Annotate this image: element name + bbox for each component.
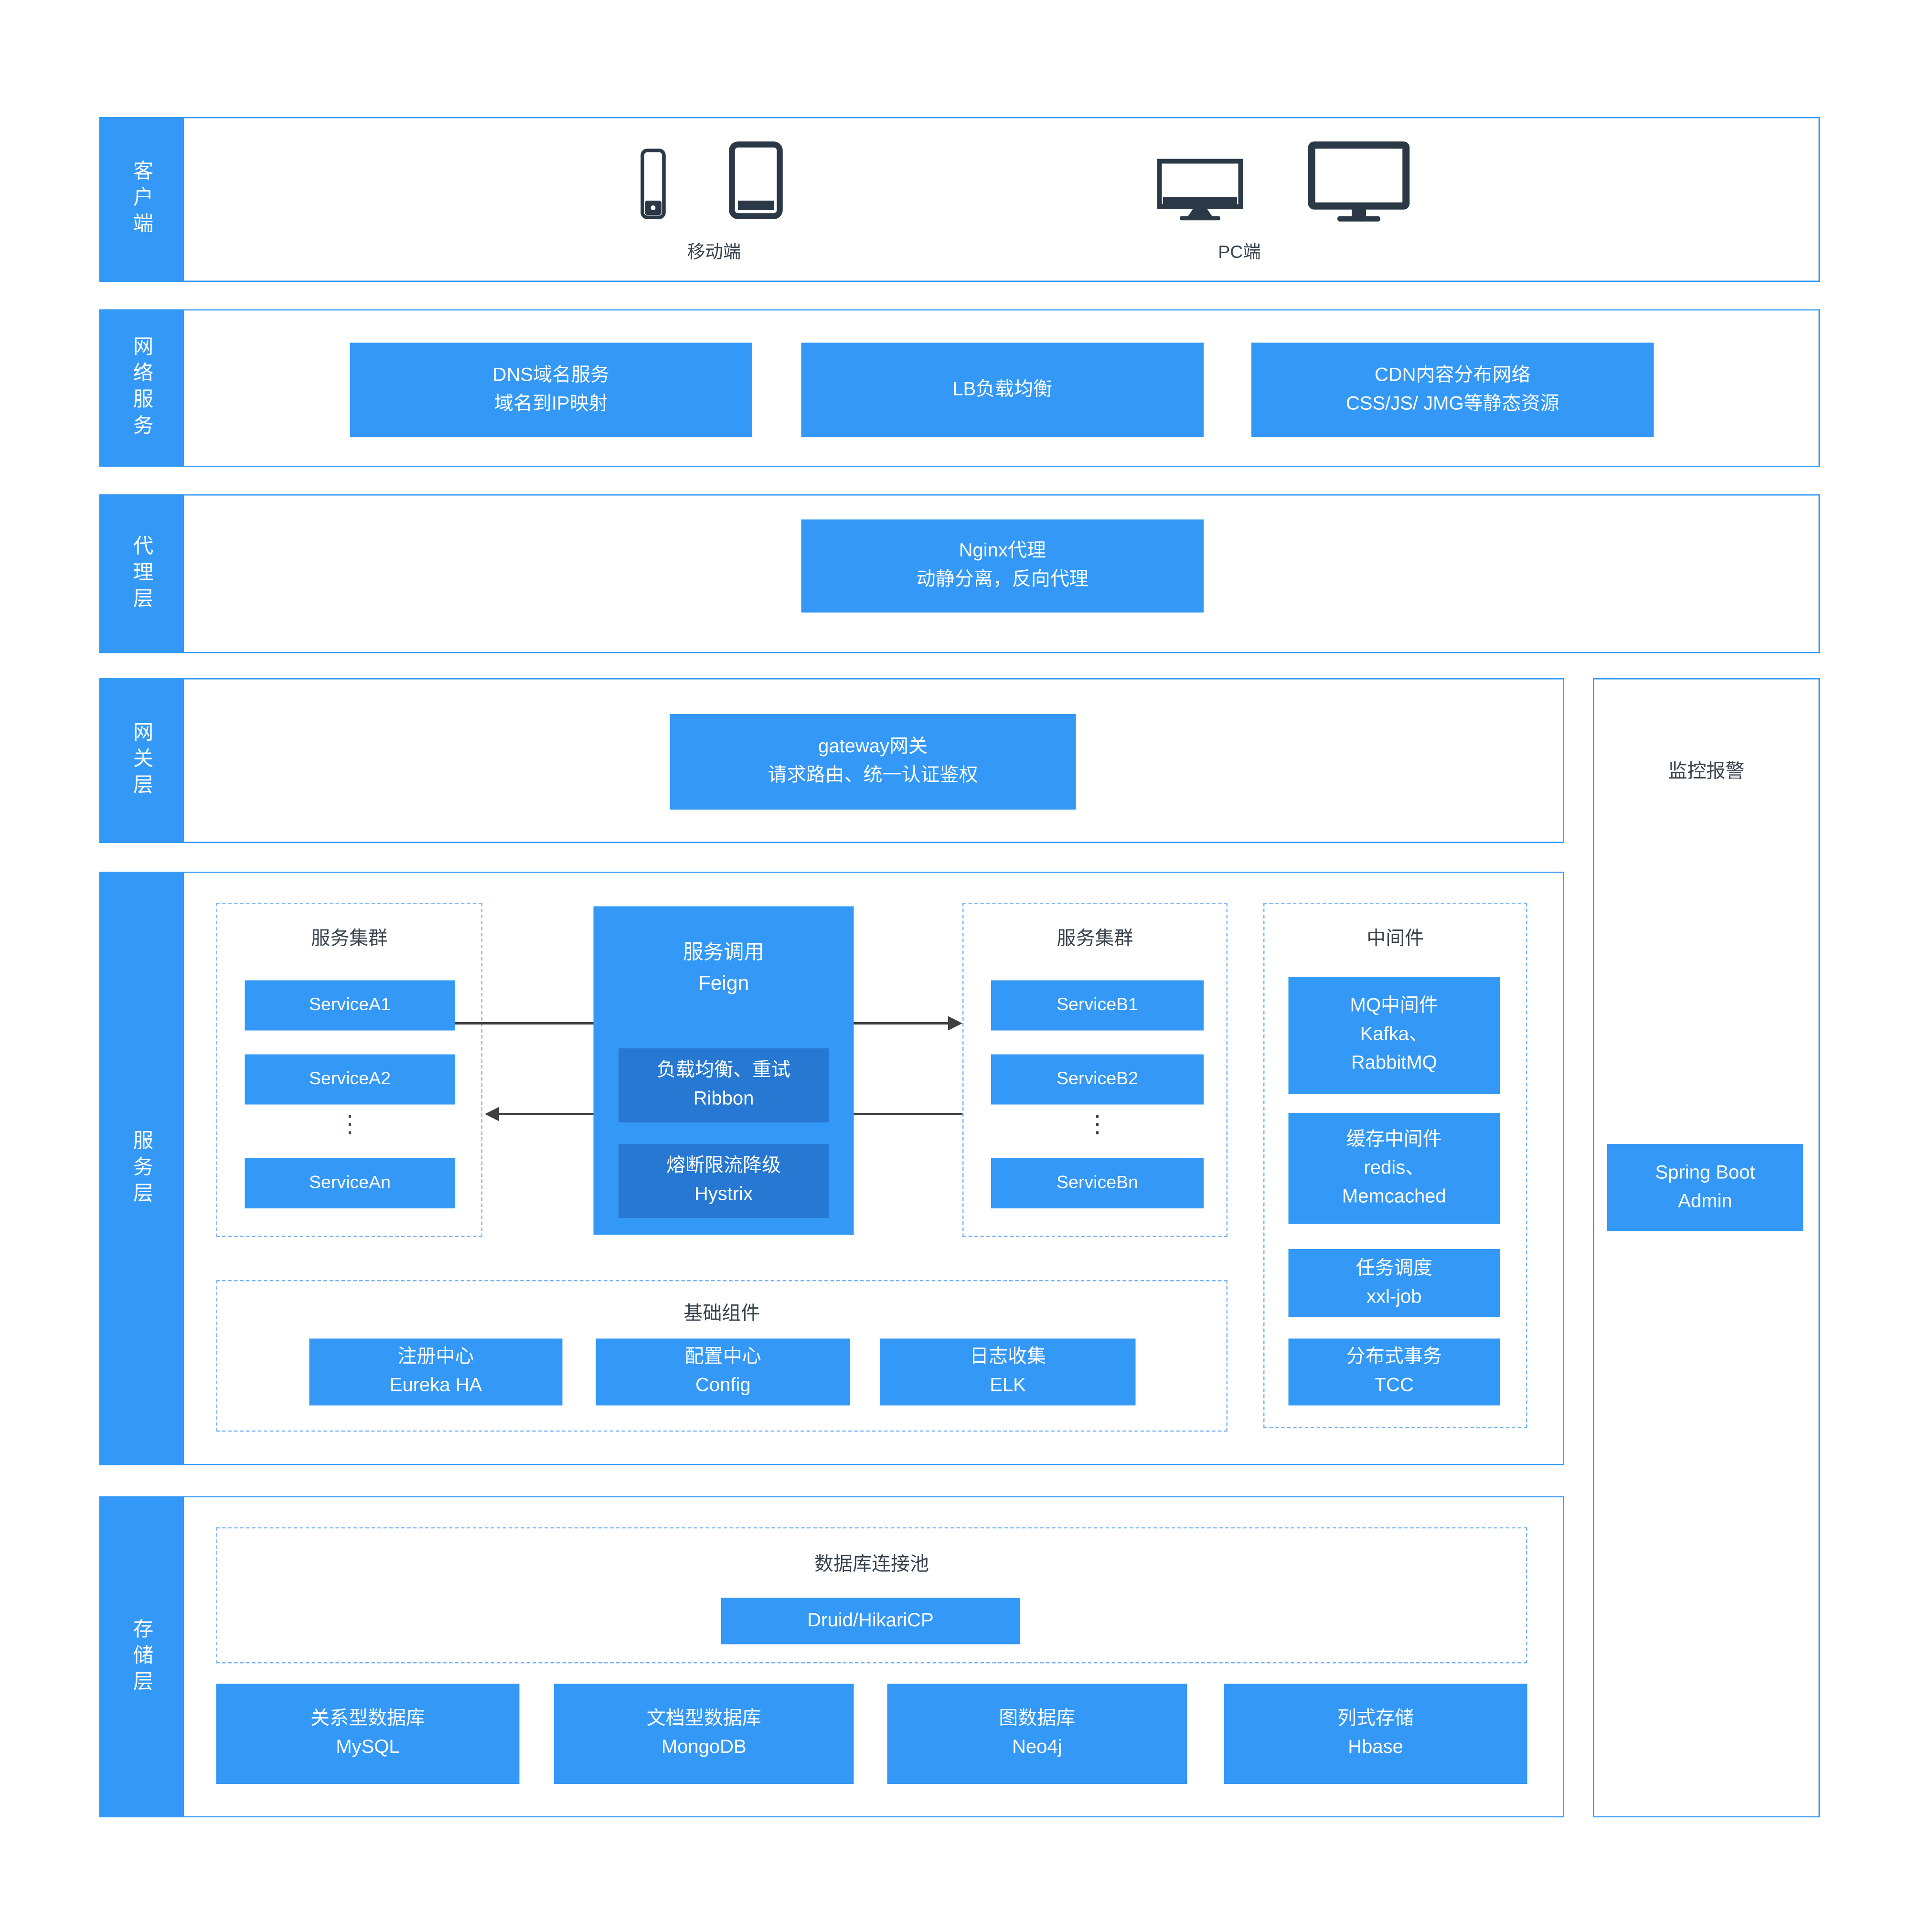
gateway-line2: 请求路由、统一认证鉴权 xyxy=(768,765,978,786)
service-b1-box: ServiceB1 xyxy=(991,980,1204,1031)
service-a1-box: ServiceA1 xyxy=(245,980,455,1031)
hbase-line2: Hbase xyxy=(1348,1737,1403,1758)
nginx-box: Nginx代理 动静分离，反向代理 xyxy=(801,519,1204,613)
mysql-box: 关系型数据库 MySQL xyxy=(216,1684,520,1784)
middleware-title: 中间件 xyxy=(1367,929,1424,950)
pool-group xyxy=(216,1527,1527,1664)
transaction-box: 分布式事务 TCC xyxy=(1288,1338,1500,1406)
mq-line1: MQ中间件 xyxy=(1350,996,1438,1016)
cache-line1: 缓存中间件 xyxy=(1346,1129,1442,1150)
service-b2-box: ServiceB2 xyxy=(991,1054,1204,1105)
dns-line1: DNS域名服务 xyxy=(492,364,609,385)
pool-title: 数据库连接池 xyxy=(814,1555,929,1575)
nginx-line1: Nginx代理 xyxy=(959,541,1046,562)
dns-box: DNS域名服务 域名到IP映射 xyxy=(350,342,752,437)
middleware-group xyxy=(1263,903,1527,1428)
dns-line2: 域名到IP映射 xyxy=(494,393,608,414)
neo4j-line1: 图数据库 xyxy=(999,1708,1076,1729)
nginx-line2: 动静分离，反向代理 xyxy=(916,569,1089,590)
scheduler-line2: xxl-job xyxy=(1366,1286,1422,1307)
hystrix-box: 熔断限流降级 Hystrix xyxy=(619,1144,829,1218)
pc-caption: PC端 xyxy=(1218,242,1261,263)
desktop-icon xyxy=(1308,141,1410,224)
cluster-a-title: 服务集群 xyxy=(311,929,388,950)
neo4j-line2: Neo4j xyxy=(1012,1737,1062,1758)
transaction-line1: 分布式事务 xyxy=(1346,1347,1442,1367)
cluster-a-group xyxy=(216,903,482,1237)
monitoring-panel xyxy=(1593,678,1820,1817)
mongodb-line2: MongoDB xyxy=(661,1737,747,1758)
ribbon-line2: Ribbon xyxy=(693,1089,754,1110)
layer-label-client: 客户端 xyxy=(99,117,183,282)
lb-box: LB负载均衡 xyxy=(801,342,1204,437)
layer-label-storage: 存储层 xyxy=(99,1496,183,1817)
mq-line2: Kafka、 xyxy=(1360,1025,1428,1045)
feign-line2: Feign xyxy=(698,971,749,994)
cluster-b-ellipsis: ⋮ xyxy=(1085,1111,1110,1138)
hbase-line1: 列式存储 xyxy=(1337,1708,1414,1729)
smartphone-icon xyxy=(640,148,666,220)
cdn-line1: CDN内容分布网络 xyxy=(1374,364,1531,385)
base-components-title: 基础组件 xyxy=(683,1304,760,1324)
service-bn-box: ServiceBn xyxy=(991,1158,1204,1208)
hystrix-line1: 熔断限流降级 xyxy=(666,1156,781,1176)
gateway-box: gateway网关 请求路由、统一认证鉴权 xyxy=(670,714,1076,810)
neo4j-box: 图数据库 Neo4j xyxy=(887,1684,1187,1784)
config-line2: Config xyxy=(695,1376,751,1396)
layer-label-proxy: 代理层 xyxy=(99,494,183,653)
service-a2-box: ServiceA2 xyxy=(245,1054,455,1105)
layer-label-service: 服务层 xyxy=(99,872,183,1465)
sba-line2: Admin xyxy=(1678,1191,1732,1212)
transaction-line2: TCC xyxy=(1374,1376,1414,1396)
scheduler-line1: 任务调度 xyxy=(1356,1258,1432,1279)
service-an-box: ServiceAn xyxy=(245,1158,455,1208)
mobile-caption: 移动端 xyxy=(687,242,741,263)
spring-boot-admin-box: Spring Boot Admin xyxy=(1607,1144,1803,1231)
base-components-group xyxy=(216,1280,1228,1432)
mysql-line2: MySQL xyxy=(336,1737,400,1758)
mongodb-box: 文档型数据库 MongoDB xyxy=(554,1684,854,1784)
ribbon-line1: 负载均衡、重试 xyxy=(656,1060,790,1081)
hbase-box: 列式存储 Hbase xyxy=(1224,1684,1527,1784)
sba-line1: Spring Boot xyxy=(1655,1162,1755,1183)
arrow-a-to-b-head xyxy=(948,1016,962,1031)
cluster-a-ellipsis: ⋮ xyxy=(338,1111,362,1138)
cache-line2: redis、 xyxy=(1364,1157,1425,1178)
cluster-b-title: 服务集群 xyxy=(1057,929,1133,950)
cache-box: 缓存中间件 redis、 Memcached xyxy=(1288,1113,1500,1224)
registry-box: 注册中心 Eureka HA xyxy=(309,1338,563,1406)
mongodb-line1: 文档型数据库 xyxy=(646,1708,761,1729)
hystrix-line2: Hystrix xyxy=(694,1185,753,1205)
monitor-icon xyxy=(1156,158,1244,222)
monitoring-title: 监控报警 xyxy=(1668,762,1745,782)
cluster-b-group xyxy=(962,903,1228,1237)
mysql-line1: 关系型数据库 xyxy=(310,1708,425,1729)
scheduler-box: 任务调度 xxl-job xyxy=(1288,1249,1500,1317)
tablet-icon xyxy=(728,141,783,220)
arrow-b-to-a-head xyxy=(485,1107,499,1121)
feign-line1: 服务调用 xyxy=(683,941,764,964)
client-layer-panel xyxy=(182,117,1820,282)
log-line1: 日志收集 xyxy=(969,1347,1046,1367)
config-line1: 配置中心 xyxy=(684,1347,761,1367)
cache-line3: Memcached xyxy=(1342,1186,1446,1207)
lb-line1: LB负载均衡 xyxy=(952,379,1053,400)
druid-box: Druid/HikariCP xyxy=(721,1598,1020,1644)
mq-line3: RabbitMQ xyxy=(1351,1053,1437,1074)
cdn-box: CDN内容分布网络 CSS/JS/ JMG等静态资源 xyxy=(1251,342,1654,437)
feign-box: 服务调用 Feign 负载均衡、重试 Ribbon 熔断限流降级 Hystrix xyxy=(593,906,854,1235)
log-line2: ELK xyxy=(990,1376,1026,1396)
layer-label-network: 网络服务 xyxy=(99,309,183,467)
cdn-line2: CSS/JS/ JMG等静态资源 xyxy=(1345,393,1559,414)
layer-label-gateway: 网关层 xyxy=(99,678,183,843)
ribbon-box: 负载均衡、重试 Ribbon xyxy=(619,1048,829,1122)
config-box: 配置中心 Config xyxy=(596,1338,850,1406)
log-box: 日志收集 ELK xyxy=(880,1338,1136,1406)
registry-line2: Eureka HA xyxy=(389,1376,482,1396)
mq-box: MQ中间件 Kafka、 RabbitMQ xyxy=(1288,977,1500,1094)
gateway-line1: gateway网关 xyxy=(818,737,928,758)
registry-line1: 注册中心 xyxy=(397,1347,474,1367)
